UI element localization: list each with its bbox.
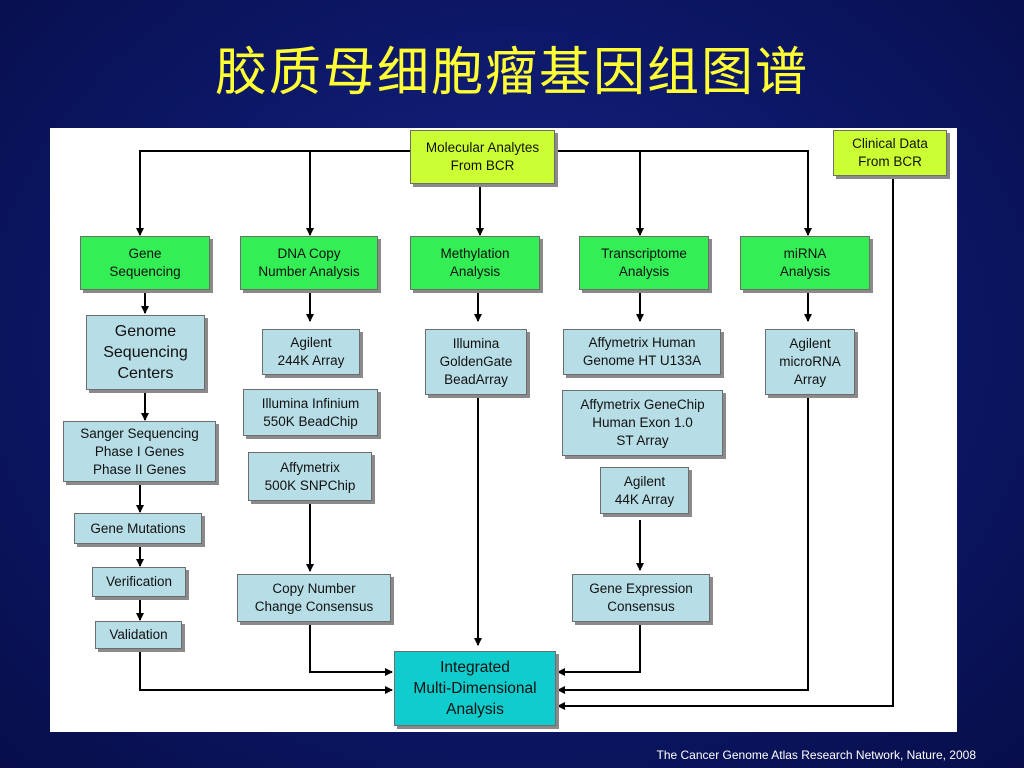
copy-number-consensus-box: Copy Number Change Consensus <box>237 574 391 622</box>
transcriptome-analysis-box: Transcriptome Analysis <box>579 236 709 290</box>
arrow-to-mirna <box>555 150 812 236</box>
genome-sequencing-centers-box: Genome Sequencing Centers <box>86 315 205 390</box>
slide-title: 胶质母细胞瘤基因组图谱 <box>214 43 809 103</box>
integrated-analysis-box: Integrated Multi-Dimensional Analysis <box>394 651 556 726</box>
dna-copy-number-box: DNA Copy Number Analysis <box>240 236 378 290</box>
citation: The Cancer Genome Atlas Research Network… <box>656 748 977 762</box>
illumina-goldengate-box: Illumina GoldenGate BeadArray <box>425 329 527 395</box>
verification-box: Verification <box>92 567 186 597</box>
connector-lines <box>136 150 894 710</box>
affymetrix-500k-box: Affymetrix 500K SNPChip <box>248 452 372 501</box>
agilent-microrna-box: Agilent microRNA Array <box>765 329 855 395</box>
agilent-244k-box: Agilent 244K Array <box>262 329 360 375</box>
illumina-infinium-box: Illumina Infinium 550K BeadChip <box>243 389 378 436</box>
validation-box: Validation <box>95 621 182 649</box>
molecular-analytes-box: Molecular Analytes From BCR <box>410 130 555 184</box>
gene-expression-consensus-box: Gene Expression Consensus <box>572 574 710 622</box>
mirna-analysis-box: miRNA Analysis <box>740 236 870 290</box>
affymetrix-exon-box: Affymetrix GeneChip Human Exon 1.0 ST Ar… <box>562 390 723 456</box>
gene-sequencing-box: Gene Sequencing <box>80 236 210 290</box>
affymetrix-u133a-box: Affymetrix Human Genome HT U133A <box>563 329 721 375</box>
arrow-to-gene-seq <box>136 150 410 236</box>
sanger-sequencing-box: Sanger Sequencing Phase I Genes Phase II… <box>63 421 216 482</box>
clinical-data-box: Clinical Data From BCR <box>833 130 947 176</box>
agilent-44k-box: Agilent 44K Array <box>600 467 689 514</box>
methylation-analysis-box: Methylation Analysis <box>410 236 540 290</box>
gene-mutations-box: Gene Mutations <box>74 513 202 544</box>
pipeline-diagram: Molecular Analytes From BCR Clinical Dat… <box>50 128 957 732</box>
